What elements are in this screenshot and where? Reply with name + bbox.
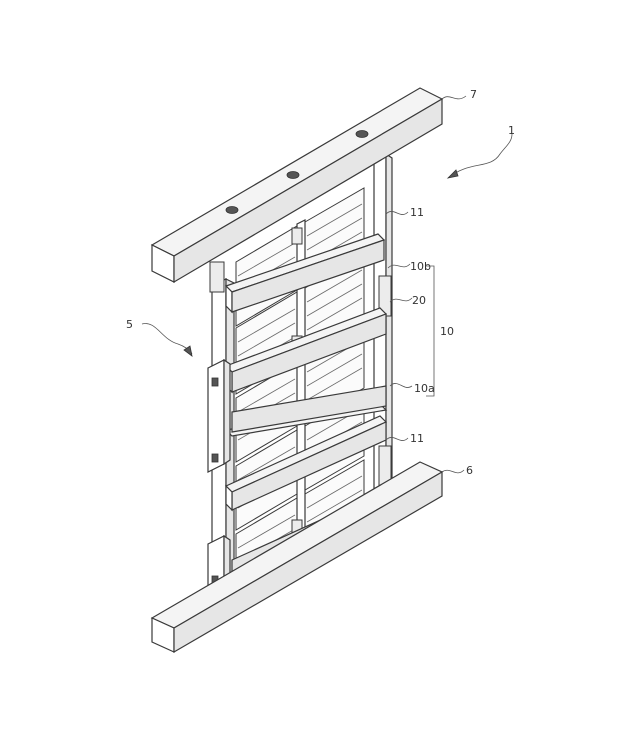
label-top-beam: 7 [470,88,477,101]
label-side-unit: 5 [126,318,133,331]
top-beam [150,87,444,284]
label-assembly: 1 [508,124,515,137]
leader-lines [141,95,513,474]
label-group-10: 10 [440,325,454,338]
label-rail-lower: 11 [410,432,424,445]
label-20: 20 [412,294,426,307]
label-10a: 10a [414,382,435,395]
reference-labels: 7 1 11 10b 20 10 10a 11 6 5 [126,88,515,477]
label-rail-upper: 11 [410,206,424,219]
bottom-beam [150,461,444,654]
label-10b: 10b [410,260,431,273]
label-bottom-beam: 6 [466,464,473,477]
